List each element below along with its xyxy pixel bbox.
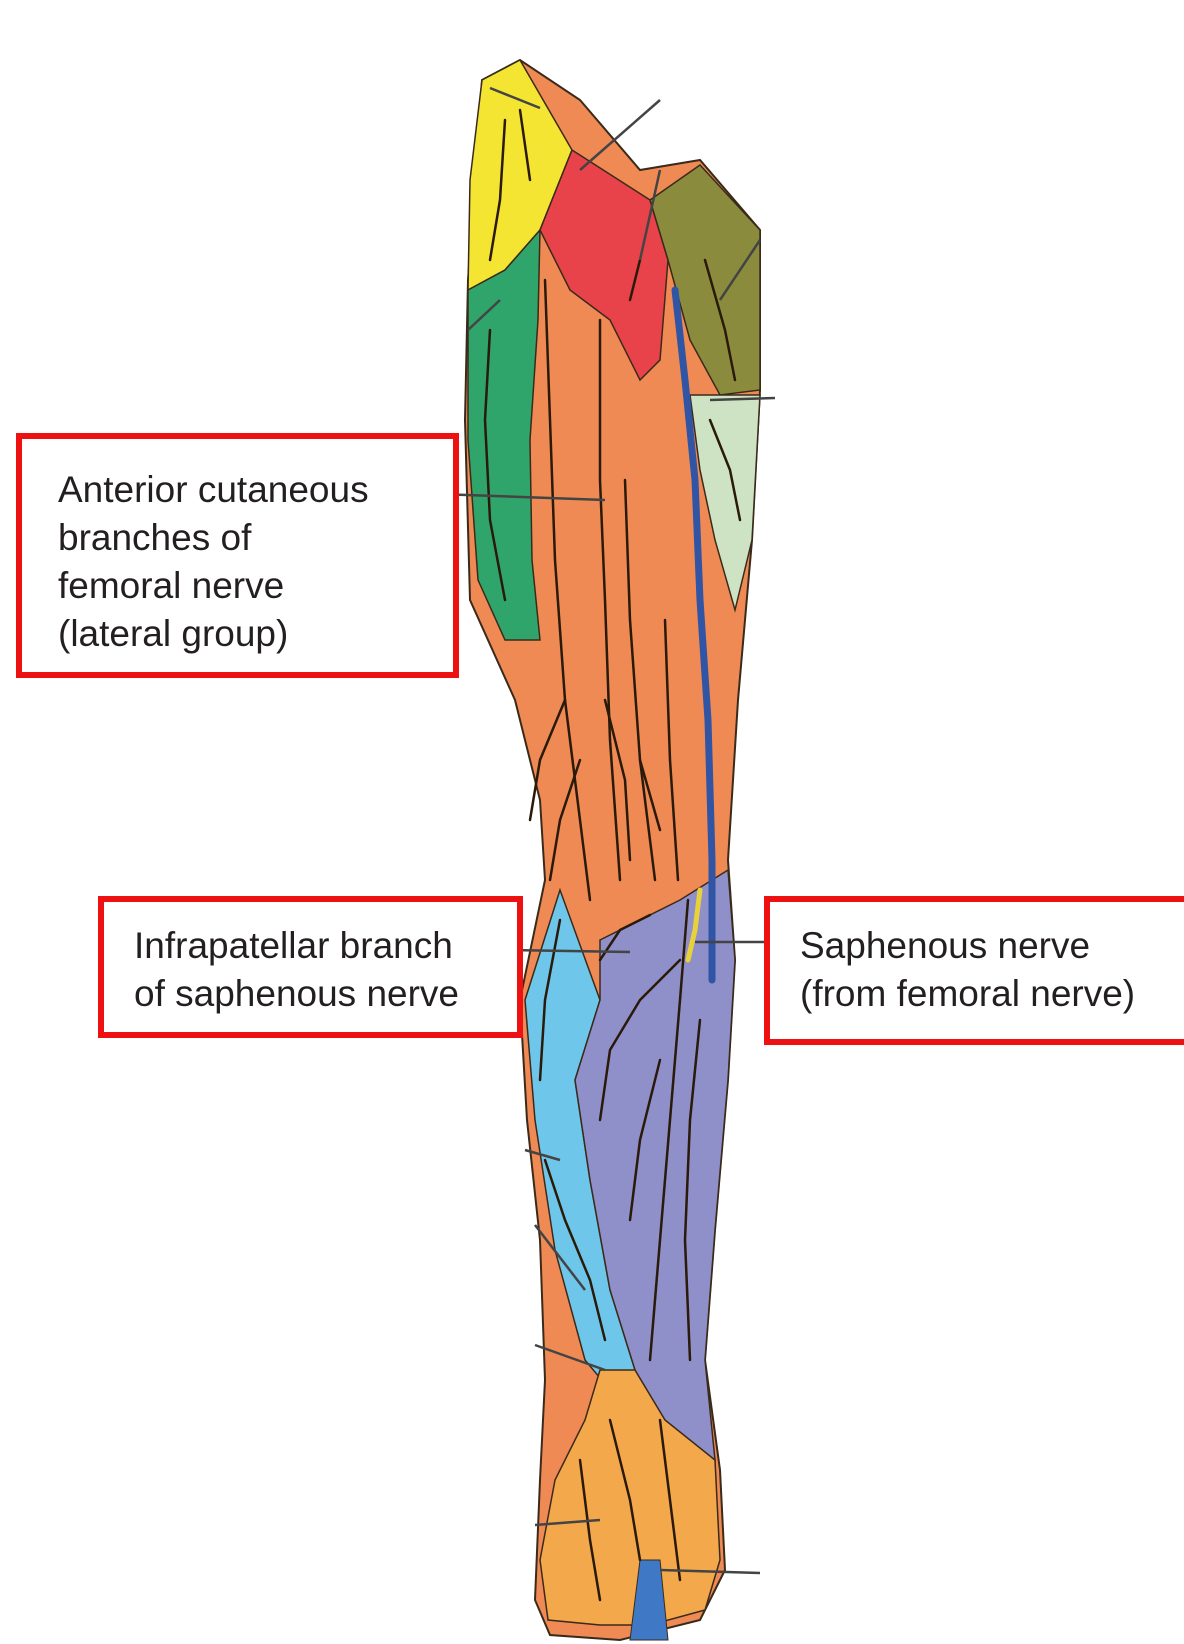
saphenous-label: Saphenous nerve (from femoral nerve) — [800, 922, 1135, 1018]
infrapatellar-label: Infrapatellar branch of saphenous nerve — [134, 922, 459, 1018]
anterior-cutaneous-label: Anterior cutaneous branches of femoral n… — [58, 466, 369, 658]
green-region — [468, 230, 540, 640]
